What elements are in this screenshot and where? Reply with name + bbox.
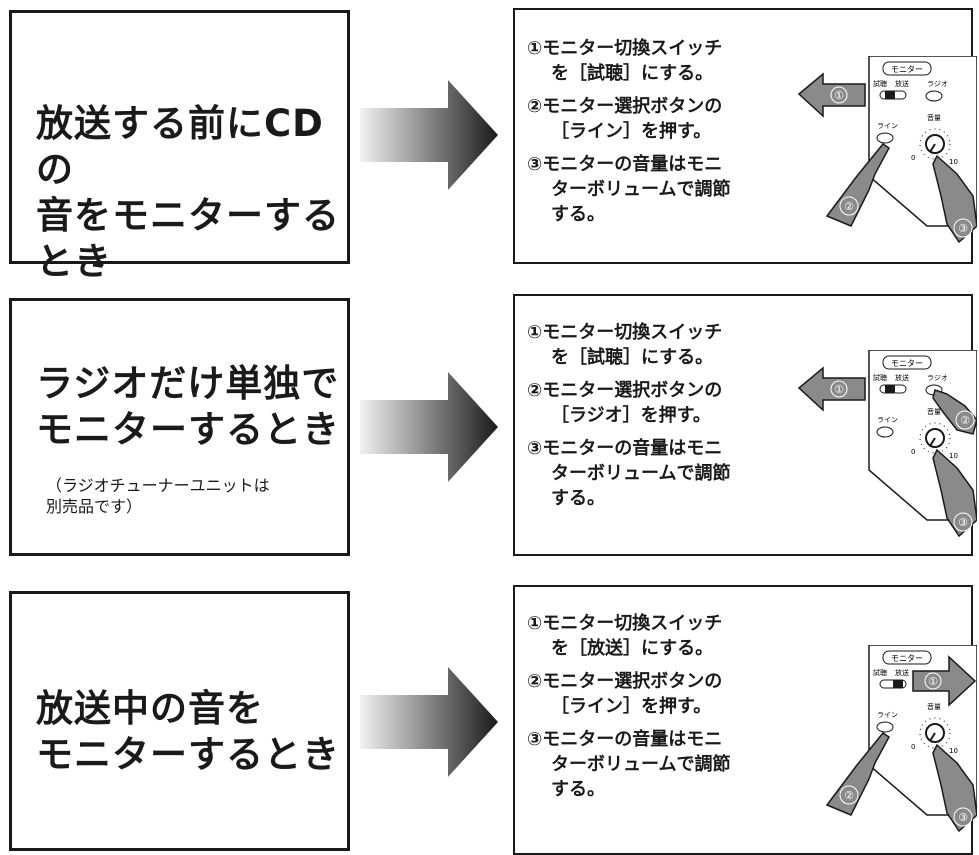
marker-1-arrow: ① — [912, 655, 977, 707]
panel-header: モニター — [891, 65, 923, 74]
switch-label-left: 試聴 — [873, 79, 887, 88]
instruction-box-1: ①モニター切換スイッチ を［試聴］にする。 ②モニター選択ボタンの ［ライン］を… — [513, 8, 978, 264]
row-3: 放送中の音を モニターするとき ①モニター切換スイッチ を［放送］にする。 ②モ… — [0, 585, 979, 855]
right-arrow-icon — [360, 667, 498, 777]
svg-text:モニター: モニター — [891, 654, 923, 663]
steps-list-1: ①モニター切換スイッチ を［試聴］にする。 ②モニター選択ボタンの ［ライン］を… — [527, 36, 797, 235]
svg-text:①: ① — [834, 383, 844, 396]
svg-text:試聴: 試聴 — [873, 668, 887, 677]
condition-box-2: ラジオだけ単独で モニターするとき （ラジオチューナーユニットは 別売品です） — [9, 298, 350, 556]
step-1: ①モニター切換スイッチ を［試聴］にする。 — [527, 38, 723, 84]
svg-text:音量: 音量 — [927, 702, 941, 711]
step-3: ③モニターの音量はモニ ターボリュームで調節 する。 — [527, 154, 731, 225]
svg-text:①: ① — [834, 89, 844, 102]
step-3: ③モニターの音量はモニ ターボリュームで調節 する。 — [527, 729, 731, 800]
monitor-panel-illustration-3: モニター 試聴 放送 音量 ライン 0 10 ① — [787, 644, 978, 849]
svg-text:①: ① — [928, 675, 938, 688]
step-2: ②モニター選択ボタンの ［ライン］を押す。 — [527, 671, 723, 717]
svg-text:放送: 放送 — [895, 373, 909, 382]
svg-text:10: 10 — [949, 747, 958, 755]
marker-3-hand-icon: ③ — [932, 154, 978, 244]
step-2: ②モニター選択ボタンの ［ラジオ］を押す。 — [527, 380, 723, 426]
svg-text:10: 10 — [949, 452, 958, 460]
marker-1-arrow: ① — [797, 366, 866, 412]
condition-note-2: （ラジオチューナーユニットは 別売品です） — [46, 476, 270, 516]
condition-box-3: 放送中の音を モニターするとき — [9, 591, 350, 851]
monitor-panel-illustration-1: モニター 試聴 放送 ラジオ ライン 音量 0 10 ① — [787, 55, 978, 260]
marker-1-arrow: ① — [797, 72, 866, 118]
condition-title-1: 放送する前にCDの 音をモニターする とき — [36, 102, 340, 283]
volume-max: 10 — [949, 158, 958, 166]
steps-list-3: ①モニター切換スイッチ を［放送］にする。 ②モニター選択ボタンの ［ライン］を… — [527, 611, 797, 810]
condition-title-2: ラジオだけ単独で モニターするとき — [36, 362, 340, 451]
svg-text:③: ③ — [958, 222, 968, 235]
svg-text:モニター: モニター — [891, 359, 923, 368]
svg-text:放送: 放送 — [895, 668, 909, 677]
svg-text:②: ② — [960, 414, 970, 427]
instruction-box-2: ①モニター切換スイッチ を［試聴］にする。 ②モニター選択ボタンの ［ラジオ］を… — [513, 294, 978, 556]
marker-2-hand-icon: ② — [825, 142, 890, 227]
svg-text:②: ② — [844, 200, 854, 213]
line-label: ライン — [877, 122, 898, 130]
condition-title-3: 放送中の音を モニターするとき — [36, 687, 340, 776]
switch-label-right: 放送 — [895, 79, 909, 88]
marker-2-hand-icon: ② — [932, 389, 978, 435]
condition-box-1: 放送する前にCDの 音をモニターする とき — [9, 10, 350, 283]
monitor-panel-illustration-2: モニター 試聴 放送 ラジオ ライン 音量 0 10 ① — [787, 349, 978, 554]
marker-3-hand-icon: ③ — [932, 743, 978, 833]
step-1: ①モニター切換スイッチ を［放送］にする。 — [527, 613, 723, 659]
svg-text:③: ③ — [958, 811, 968, 824]
step-1: ①モニター切換スイッチ を［試聴］にする。 — [527, 322, 723, 368]
right-arrow-icon — [360, 372, 498, 482]
row-1: 放送する前にCDの 音をモニターする とき ①モニター切換スイッチ を［試聴］に… — [0, 8, 979, 283]
volume-label: 音量 — [927, 113, 941, 122]
svg-text:0: 0 — [911, 448, 915, 456]
step-3: ③モニターの音量はモニ ターボリュームで調節 する。 — [527, 438, 731, 509]
volume-min: 0 — [911, 154, 915, 162]
marker-2-hand-icon: ② — [825, 731, 890, 816]
svg-text:ラジオ: ラジオ — [927, 374, 948, 382]
row-2: ラジオだけ単独で モニターするとき （ラジオチューナーユニットは 別売品です） … — [0, 294, 979, 556]
svg-text:③: ③ — [958, 516, 968, 529]
svg-text:ライン: ライン — [877, 416, 898, 424]
svg-text:0: 0 — [911, 743, 915, 751]
steps-list-2: ①モニター切換スイッチ を［試聴］にする。 ②モニター選択ボタンの ［ラジオ］を… — [527, 320, 797, 519]
svg-text:ライン: ライン — [877, 711, 898, 719]
radio-label: ラジオ — [927, 80, 948, 88]
step-2: ②モニター選択ボタンの ［ライン］を押す。 — [527, 96, 723, 142]
instruction-box-3: ①モニター切換スイッチ を［放送］にする。 ②モニター選択ボタンの ［ライン］を… — [513, 585, 978, 855]
svg-text:②: ② — [844, 789, 854, 802]
svg-text:試聴: 試聴 — [873, 373, 887, 382]
marker-3-hand-icon: ③ — [932, 448, 978, 538]
right-arrow-icon — [360, 80, 498, 190]
svg-text:音量: 音量 — [927, 407, 941, 416]
